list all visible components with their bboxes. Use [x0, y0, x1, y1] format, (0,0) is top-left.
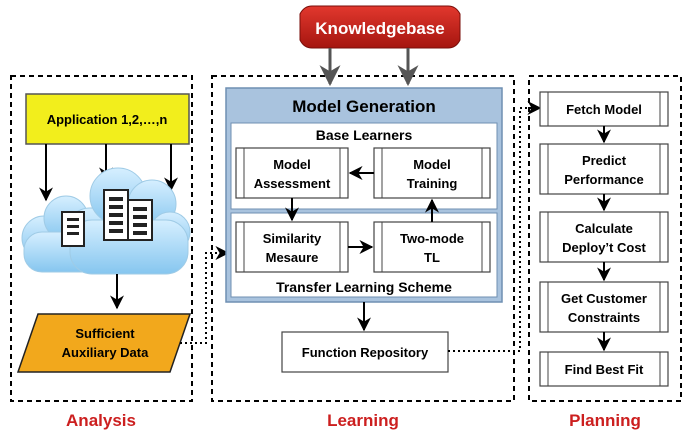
analysis-label: Analysis [66, 411, 136, 430]
predict-l1: Predict [582, 153, 627, 168]
base-learners-title: Base Learners [316, 127, 413, 143]
predict-l2: Performance [564, 172, 643, 187]
calc-l2: Deploy’t Cost [562, 240, 646, 255]
model-training-box: Model Training [373, 147, 491, 199]
repository-to-planning-arrow [448, 101, 542, 352]
model-training-l1: Model [413, 157, 451, 172]
auxiliary-data-shape [16, 313, 192, 373]
similarity-box: Similarity Mesaure [235, 221, 349, 273]
calculate-cost-box: Calculate Deploy’t Cost [539, 211, 669, 263]
customer-constraints-box: Get Customer Constraints [539, 281, 669, 333]
knowledgebase-node: Knowledgebase [299, 5, 461, 49]
two-mode-box: Two-mode TL [373, 221, 491, 273]
similarity-l1: Similarity [263, 231, 322, 246]
application-box [25, 93, 190, 145]
server-icon [61, 211, 85, 247]
similarity-l2: Mesaure [266, 250, 319, 265]
learning-panel [211, 75, 515, 402]
constraints-l2: Constraints [568, 310, 640, 325]
constraints-l1: Get Customer [561, 291, 647, 306]
learning-label: Learning [327, 411, 399, 430]
two-mode-l1: Two-mode [400, 231, 464, 246]
best-fit-box: Find Best Fit [539, 351, 669, 387]
planning-label: Planning [569, 411, 641, 430]
aux-label-2: Auxiliary Data [62, 345, 149, 360]
application-label: Application 1,2,…,n [47, 112, 168, 127]
aux-to-learning-arrow [180, 246, 230, 344]
planning-panel [528, 75, 682, 402]
fetch-model-label: Fetch Model [566, 102, 642, 117]
model-generation-title: Model Generation [292, 97, 436, 116]
analysis-panel [10, 75, 193, 402]
knowledgebase-label: Knowledgebase [315, 19, 444, 38]
function-repository-label: Function Repository [302, 345, 429, 360]
model-assessment-l2: Assessment [254, 176, 331, 191]
fetch-model-box: Fetch Model [539, 91, 669, 127]
best-fit-label: Find Best Fit [565, 362, 644, 377]
function-repository-box [281, 331, 449, 373]
predict-performance-box: Predict Performance [539, 143, 669, 195]
aux-label-1: Sufficient [75, 326, 135, 341]
two-mode-l2: TL [424, 250, 440, 265]
transfer-scheme-title: Transfer Learning Scheme [276, 279, 452, 295]
model-training-l2: Training [407, 176, 458, 191]
calc-l1: Calculate [575, 221, 633, 236]
server-icon [103, 189, 153, 241]
model-assessment-box: Model Assessment [235, 147, 349, 199]
model-assessment-l1: Model [273, 157, 311, 172]
